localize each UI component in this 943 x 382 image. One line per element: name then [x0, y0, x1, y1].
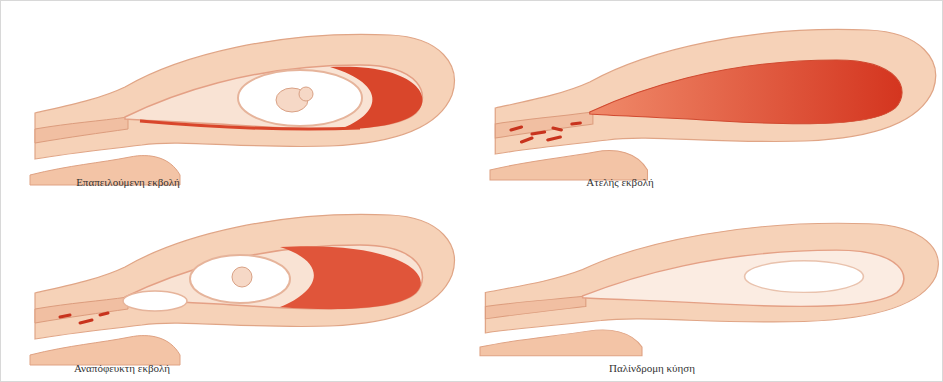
caption: Παλίνδρομη κύηση [609, 362, 695, 375]
caption: Επαπειλούμενη εκβολή [76, 176, 180, 189]
uterus-incomplete [490, 29, 936, 180]
caption: Αναπόφευκτη εκβολή [74, 362, 170, 375]
uterus-threatened [30, 34, 454, 185]
caption: Ατελής εκβολή [586, 176, 653, 189]
uterus-inevitable [30, 214, 454, 365]
uterus-missed [480, 223, 938, 356]
